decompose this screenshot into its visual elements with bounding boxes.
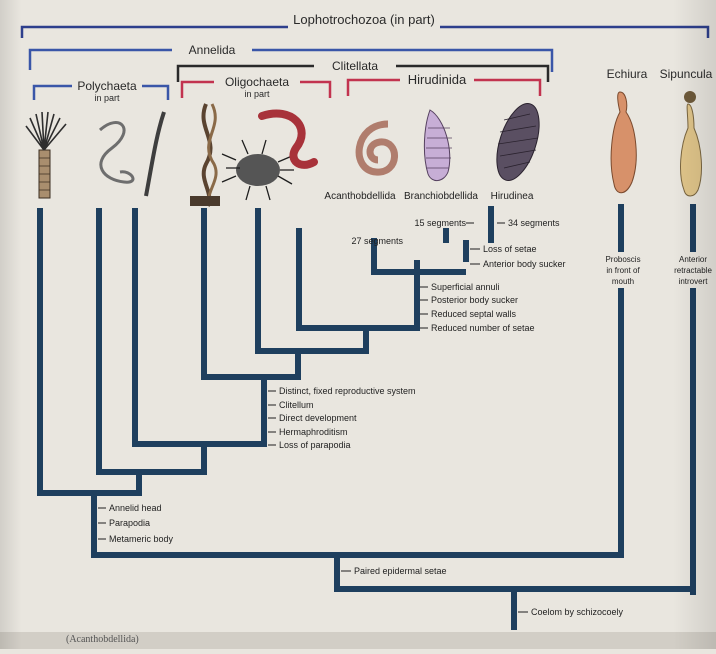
illustration-sipuncula [681, 91, 702, 196]
char-reduced-number-of-setae: Reduced number of setae [431, 323, 535, 333]
label-polychaeta: Polychaeta [77, 79, 137, 93]
label-branchiobdellida: Branchiobdellida [404, 191, 478, 202]
char-parapodia: Parapodia [109, 518, 150, 528]
label-acanthobdellida: Acanthobdellida [324, 191, 396, 202]
char-coelom-by-schizocoely: Coelom by schizocoely [531, 607, 624, 617]
char-echiura-3: mouth [612, 277, 634, 286]
label-27-segments: 27 segments [351, 236, 403, 246]
label-echiura: Echiura [607, 67, 648, 81]
bottom-caption-strip: (Acanthobdellida) [0, 632, 716, 649]
illustration-oligochaete-twisted [190, 104, 220, 206]
label-oligochaeta-note: in part [244, 89, 270, 99]
label-34-segments: 34 segments [508, 218, 560, 228]
char-clitellum: Clitellum [279, 400, 314, 410]
char-loss-of-parapodia: Loss of parapodia [279, 440, 351, 450]
label-oligochaeta: Oligochaeta [225, 75, 289, 89]
char-superficial-annuli: Superficial annuli [431, 282, 500, 292]
bracket-annelida [30, 50, 552, 72]
label-hirudinea: Hirudinea [491, 191, 534, 202]
label-sipuncula: Sipuncula [660, 67, 713, 81]
caption-text: (Acanthobdellida) [66, 634, 139, 645]
label-hirudinida: Hirudinida [408, 72, 467, 87]
char-hermaphroditism: Hermaphroditism [279, 427, 348, 437]
char-posterior-body-sucker: Posterior body sucker [431, 295, 518, 305]
char-direct-development: Direct development [279, 413, 357, 423]
char-sipuncula-2: retractable [674, 266, 712, 275]
bracket-lophotrochozoa [22, 27, 708, 38]
char-loss-of-setae: Loss of setae [483, 244, 537, 254]
char-metameric-body: Metameric body [109, 534, 174, 544]
char-sipuncula-1: Anterior [679, 255, 707, 264]
label-clitellata: Clitellata [332, 59, 378, 73]
char-echiura-1: Proboscis [605, 255, 640, 264]
char-paired-epidermal-setae: Paired epidermal setae [354, 566, 447, 576]
char-echiura-2: in front of [606, 266, 640, 275]
label-annelida: Annelida [189, 43, 236, 57]
char-anterior-body-sucker: Anterior body sucker [483, 259, 566, 269]
char-reproductive-system: Distinct, fixed reproductive system [279, 386, 416, 396]
char-annelid-head: Annelid head [109, 503, 162, 513]
char-reduced-septal-walls: Reduced septal walls [431, 309, 517, 319]
illustration-polychaete-worm [100, 112, 164, 196]
char-sipuncula-3: introvert [679, 277, 709, 286]
label-15-segments: 15 segments [414, 218, 466, 228]
label-lophotrochozoa: Lophotrochozoa (in part) [293, 12, 435, 27]
illustration-echiura [611, 92, 636, 193]
illustration-hirudinea [489, 98, 548, 185]
illustration-tube-fanworm [26, 112, 66, 198]
label-polychaeta-note: in part [94, 93, 120, 103]
illustration-acanthobdellida [359, 124, 394, 172]
illustration-oligochaete-bristly [222, 140, 294, 200]
illustration-branchiobdellida [424, 110, 452, 181]
